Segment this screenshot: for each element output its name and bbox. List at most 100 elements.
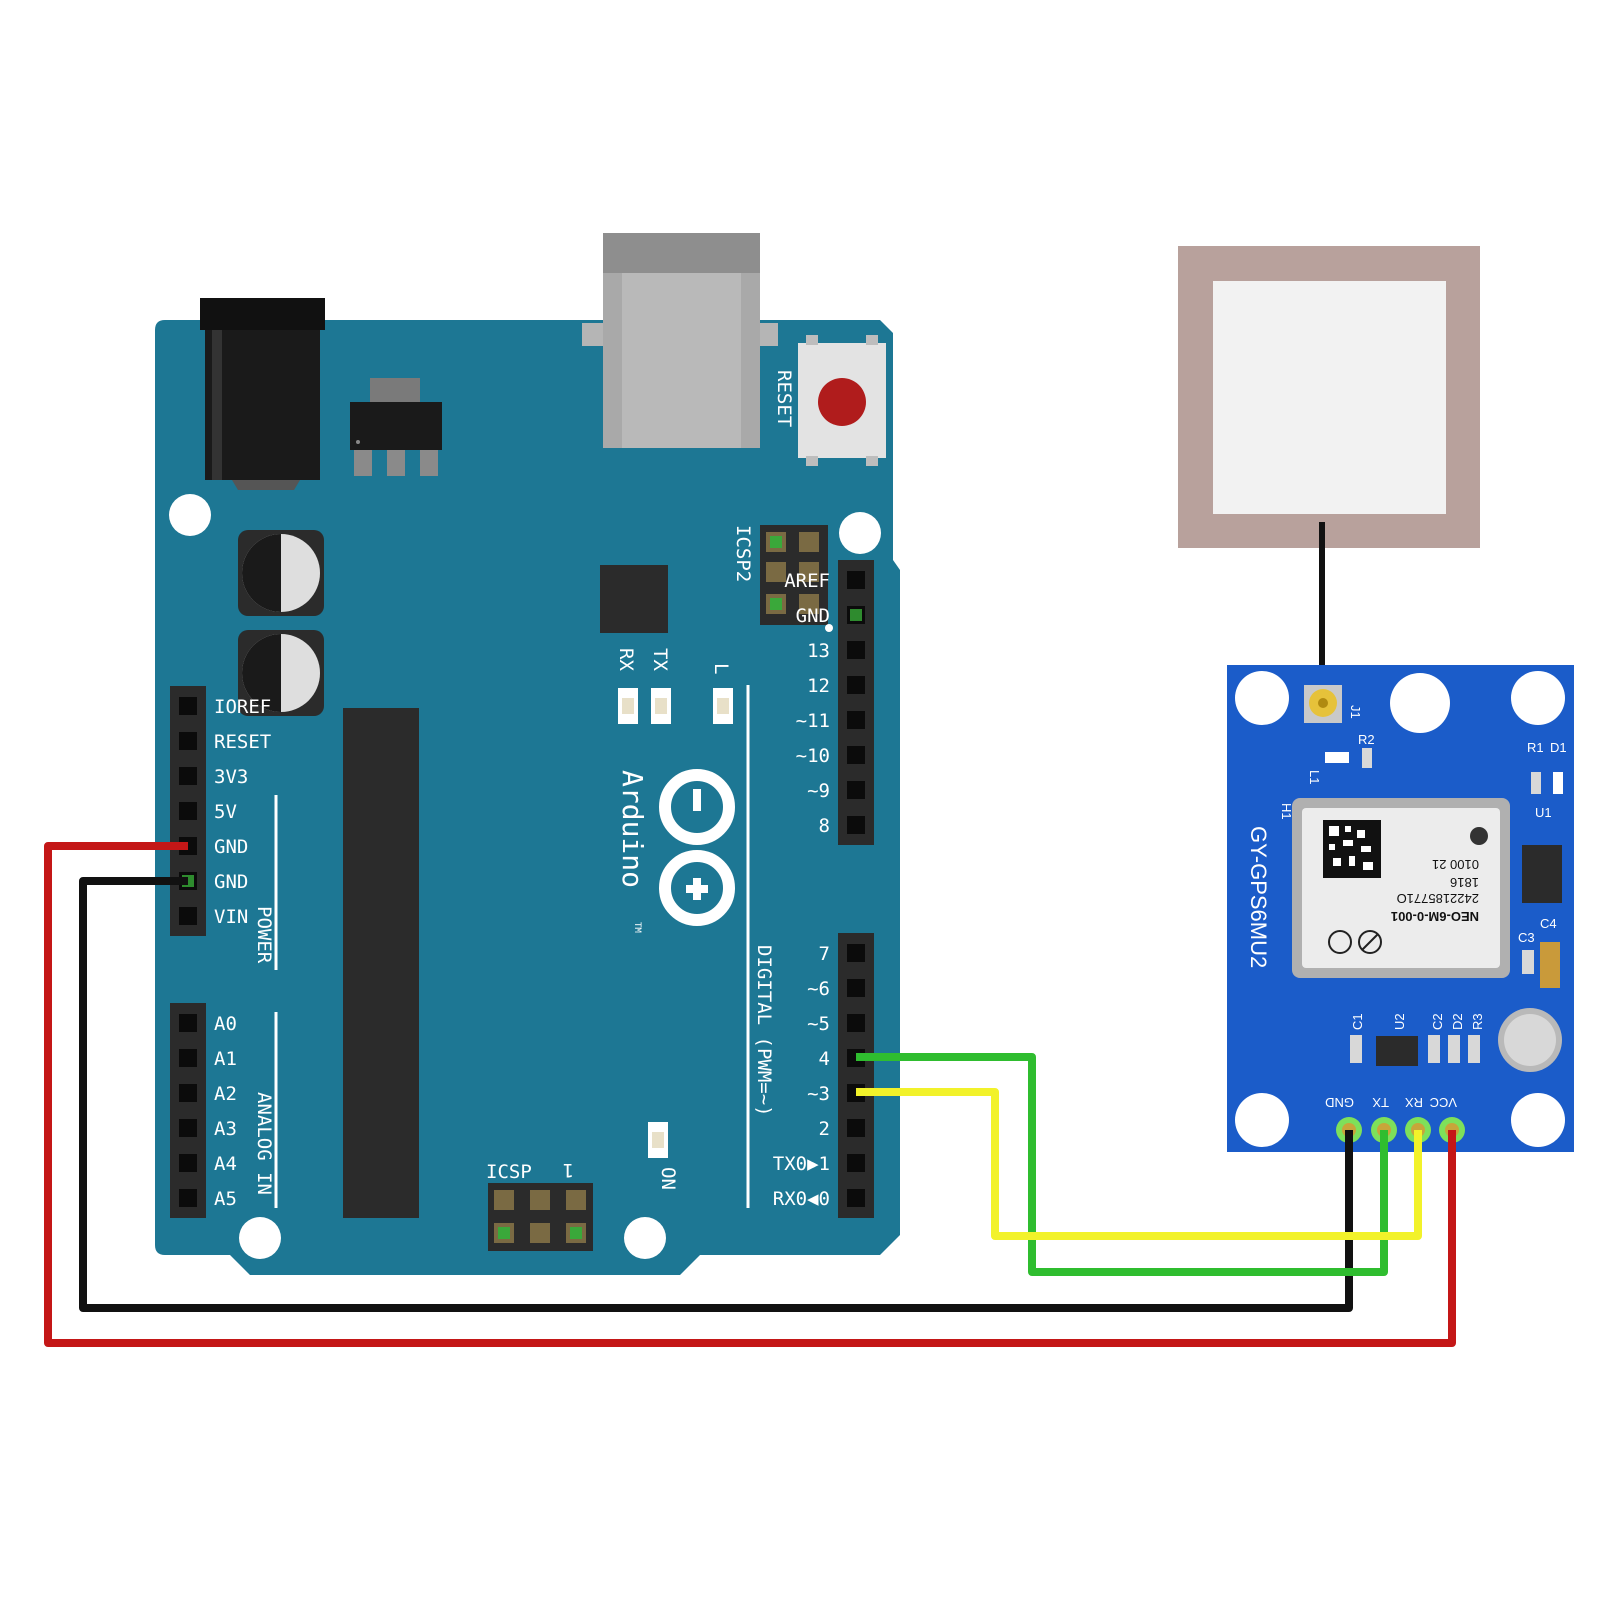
arduino-logo [659, 769, 735, 926]
pin-label: RESET [214, 731, 271, 753]
pin-label: A3 [214, 1118, 237, 1140]
pin-label: ~10 [796, 745, 830, 767]
label-h1: H1 [1279, 803, 1294, 820]
pin-a0-analog[interactable] [179, 1014, 197, 1032]
pin-label: A4 [214, 1153, 237, 1175]
gps-pin-label: RX [1405, 1095, 1423, 1110]
pin-a1-analog[interactable] [179, 1049, 197, 1067]
tx-label: TX [649, 648, 671, 671]
pin-label: VIN [214, 906, 248, 928]
wire-green-pin4-tx[interactable] [856, 1053, 1388, 1276]
pin-a4-analog[interactable] [179, 1154, 197, 1172]
mounting-hole [239, 1217, 281, 1259]
gps-pin-label: VCC [1430, 1095, 1457, 1110]
pin-label: GND [214, 871, 248, 893]
pin-label: ~9 [807, 780, 830, 802]
wire-black-gnd-gnd[interactable] [79, 877, 1353, 1312]
label-u2: U2 [1392, 1013, 1407, 1030]
icsp2-label: ICSP2 [732, 525, 754, 582]
pin-label: IOREF [214, 696, 271, 718]
pin-11-dh[interactable] [847, 711, 865, 729]
pin-a2-analog[interactable] [179, 1084, 197, 1102]
label-c2: C2 [1430, 1013, 1445, 1030]
arduino-brand: Arduino [616, 770, 649, 888]
pin-label: GND [796, 605, 830, 627]
label-r2: R2 [1358, 732, 1375, 747]
dc-power-jack [200, 298, 325, 490]
label-r1: R1 [1527, 740, 1544, 755]
pin-label: 13 [807, 640, 830, 662]
pin-label: 7 [819, 943, 830, 965]
rx-label: RX [615, 648, 637, 671]
pin-aref-dh[interactable] [847, 571, 865, 589]
pin-a3-analog[interactable] [179, 1119, 197, 1137]
pin-tx0-1-dl[interactable] [847, 1154, 865, 1172]
pin-label: ~11 [796, 710, 830, 732]
pin-9-dh[interactable] [847, 781, 865, 799]
pin-6-dl[interactable] [847, 979, 865, 997]
icsp-header [488, 1183, 593, 1251]
pin-13-dh[interactable] [847, 641, 865, 659]
pin-label: 4 [819, 1048, 830, 1070]
mounting-hole [1511, 1093, 1565, 1147]
wires [44, 842, 1456, 1347]
label-d1: D1 [1550, 740, 1567, 755]
voltage-regulator [350, 378, 442, 476]
wire-red-5v-vcc[interactable] [44, 842, 1456, 1347]
pin-label: 5V [214, 801, 237, 823]
label-r3: R3 [1470, 1013, 1485, 1030]
gps-patch-antenna [1178, 246, 1480, 693]
pin-label: ~5 [807, 1013, 830, 1035]
chip-line-2: 1816 [1450, 875, 1479, 890]
digital-section-label: DIGITAL (PWM=~) [753, 945, 775, 1117]
label-c1: C1 [1350, 1013, 1365, 1030]
pin-label: 2 [819, 1118, 830, 1140]
mounting-hole [624, 1217, 666, 1259]
pin-12-dh[interactable] [847, 676, 865, 694]
reset-button[interactable] [798, 335, 886, 466]
usb-connector [582, 233, 778, 448]
on-label: ON [657, 1167, 679, 1190]
rohs-mark-icon [1358, 930, 1382, 954]
pin-reset-power[interactable] [179, 732, 197, 750]
reset-button-cap[interactable] [818, 378, 866, 426]
mounting-hole [839, 512, 881, 554]
pin-2-dl[interactable] [847, 1119, 865, 1137]
pin-label: A5 [214, 1188, 237, 1210]
pin-3v3-power[interactable] [179, 767, 197, 785]
pin-label: ~3 [807, 1083, 830, 1105]
chip-line-1: 0100 21 [1432, 857, 1479, 872]
capacitor [238, 530, 324, 616]
pin-10-dh[interactable] [847, 746, 865, 764]
pin-5v-power[interactable] [179, 802, 197, 820]
label-l1: L1 [1307, 770, 1322, 784]
arduino-uno-board: RESET ICSP2 TX [155, 233, 900, 1275]
label-j1: J1 [1348, 705, 1363, 719]
pin-8-dh[interactable] [847, 816, 865, 834]
pin-a5-analog[interactable] [179, 1189, 197, 1207]
pin-vin-power[interactable] [179, 907, 197, 925]
wire-yellow-pin3-rx[interactable] [856, 1088, 1422, 1240]
mounting-hole [169, 494, 211, 536]
mounting-hole [1235, 671, 1289, 725]
pin-label: 12 [807, 675, 830, 697]
power-section-label: POWER [253, 906, 275, 964]
pin-5-dl[interactable] [847, 1014, 865, 1032]
pin-label: A1 [214, 1048, 237, 1070]
label-u1: U1 [1535, 805, 1552, 820]
mounting-hole [1511, 671, 1565, 725]
pin-rx0-0-dl[interactable] [847, 1189, 865, 1207]
pin-ioref-power[interactable] [179, 697, 197, 715]
pin-label: RX0◀0 [773, 1188, 830, 1210]
l-label: L [710, 663, 732, 674]
capacitor [238, 630, 324, 716]
icsp2-header [760, 525, 833, 632]
pin-label: TX0▶1 [773, 1153, 830, 1175]
analog-section-label: ANALOG IN [253, 1092, 275, 1195]
ufl-connector [1304, 685, 1342, 723]
mounting-hole [1235, 1093, 1289, 1147]
pin-7-dl[interactable] [847, 944, 865, 962]
